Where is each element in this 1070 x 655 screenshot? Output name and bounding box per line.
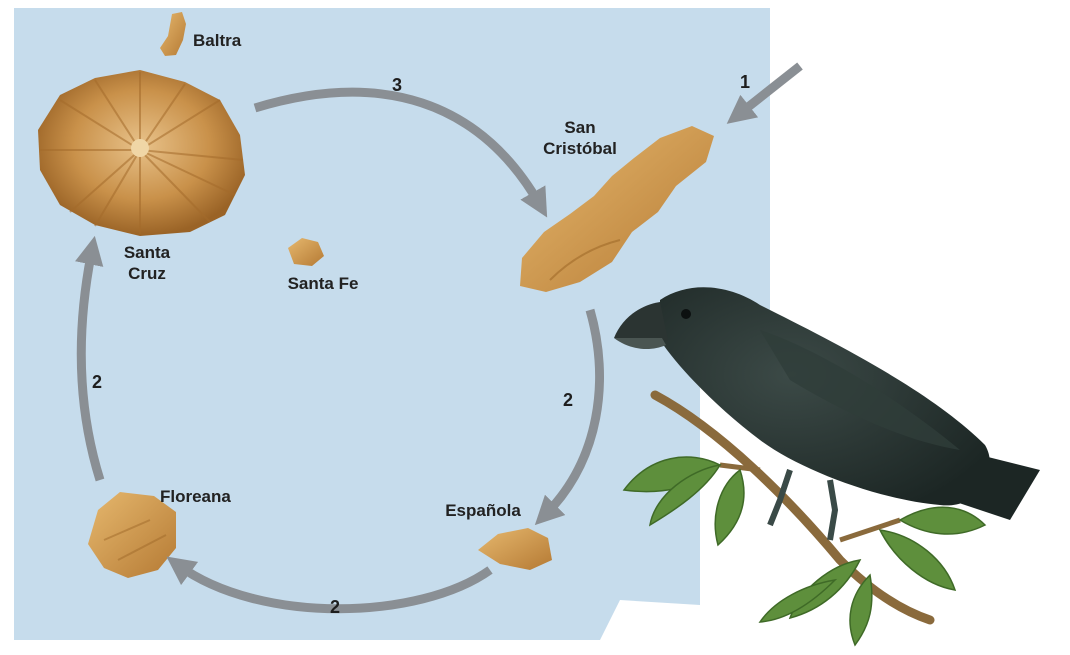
label-floreana: Floreana [160,486,231,507]
label-san-cristobal: San Cristóbal [525,117,635,159]
label-santa-cruz-line1: Santa [112,242,182,263]
arrow-label-floreana-to-santa-cruz: 2 [92,372,102,393]
label-san-cristobal-line2: Cristóbal [525,138,635,159]
arrow-label-san-cristobal-to-espanola: 2 [563,390,573,411]
label-santa-fe: Santa Fe [268,273,378,294]
label-santa-cruz: Santa Cruz [112,242,182,284]
arrow-label-espanola-to-floreana: 2 [330,597,340,618]
label-santa-cruz-line2: Cruz [112,263,182,284]
label-espanola: Española [428,500,538,521]
label-san-cristobal-line1: San [525,117,635,138]
label-baltra: Baltra [193,30,241,51]
arrow-label-santa-cruz-to-san-cristobal: 3 [392,75,402,96]
arrow-label-entry: 1 [740,72,750,93]
